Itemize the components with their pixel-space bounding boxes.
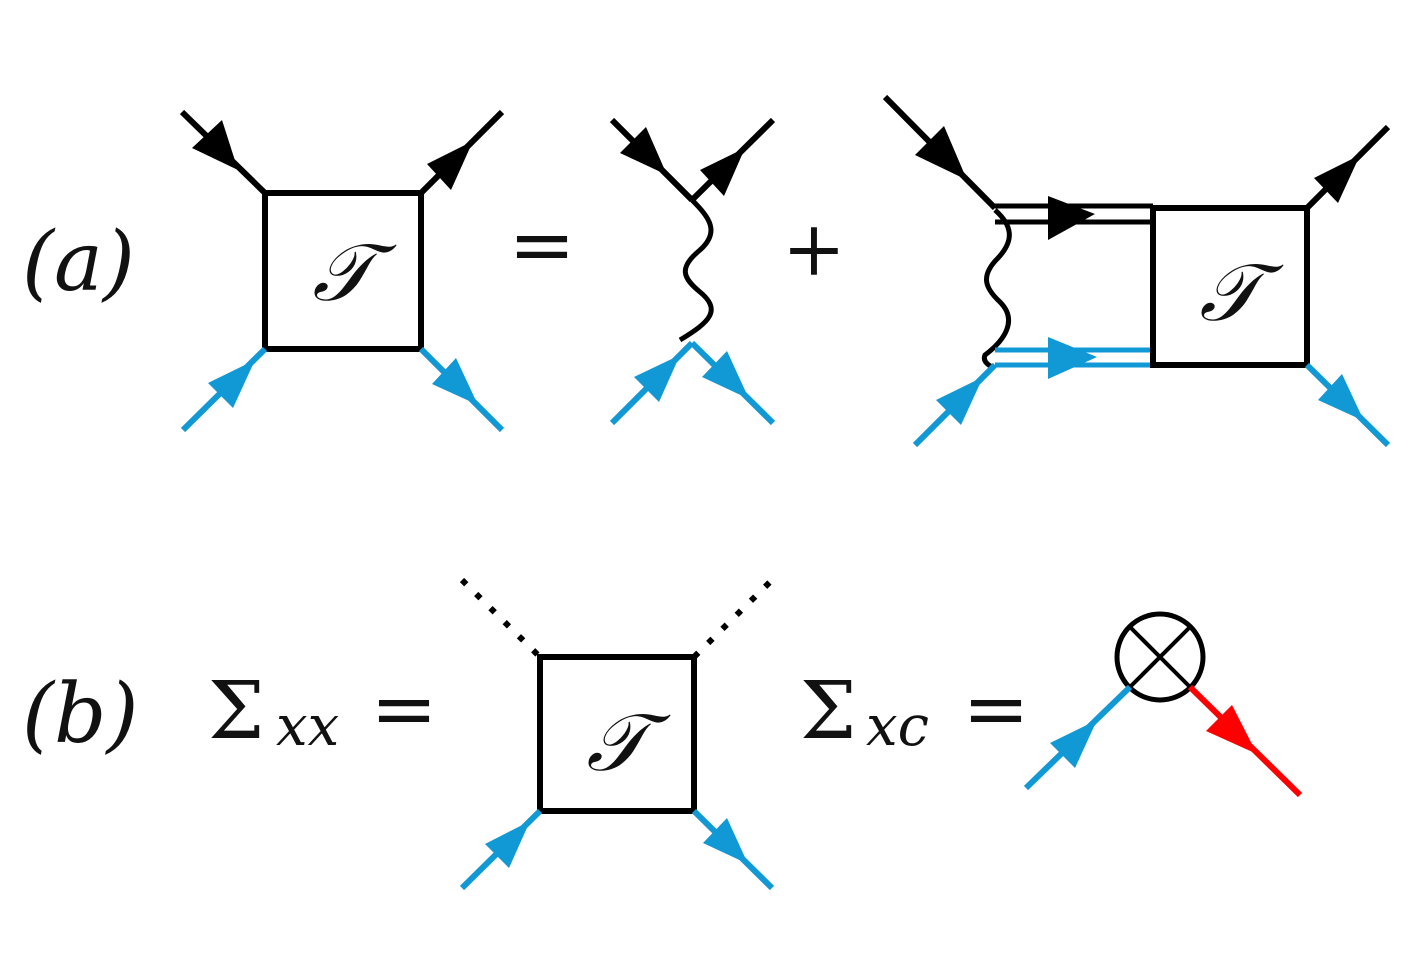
circle-cross-icon	[1114, 611, 1206, 703]
wavy-interaction-line	[981, 208, 1012, 371]
t-symbol: 𝒯	[586, 696, 671, 789]
external-vertex-term	[1023, 611, 1303, 798]
blue-propagator-in	[912, 362, 998, 448]
blue-propagator-in	[180, 346, 268, 433]
plus-sign: +	[782, 204, 846, 293]
sigma-subscript: xc	[866, 694, 929, 759]
blue-propagator-in	[1023, 684, 1133, 791]
red-propagator-out	[1187, 684, 1303, 798]
panel-a: (a) 𝒯	[22, 94, 1391, 448]
equals-sign: =	[508, 198, 575, 291]
blue-propagator-out	[689, 340, 776, 426]
double-black-propagator	[995, 196, 1153, 240]
sigma-xx-expression: Σ xx =	[208, 662, 438, 759]
interaction-term	[609, 117, 776, 426]
panel-a-label: (a)	[22, 215, 135, 310]
panel-b-label: (b)	[22, 667, 138, 762]
equals-sign: =	[370, 662, 437, 755]
blue-propagator-out	[1304, 362, 1391, 448]
t-symbol: 𝒯	[312, 226, 397, 319]
black-propagator-out	[418, 109, 505, 196]
equals-sign: =	[962, 662, 1029, 755]
blue-propagator-in	[609, 340, 695, 426]
sigma-symbol: Σ	[800, 664, 857, 757]
blue-propagator-out	[691, 808, 775, 891]
sigma-subscript: xx	[276, 694, 339, 759]
blue-propagator-out	[418, 346, 505, 433]
black-propagator-out	[689, 117, 776, 203]
panel-b: (b) Σ xx = 𝒯 Σ xc =	[22, 577, 1303, 891]
black-propagator-in	[882, 94, 998, 211]
t-vertex-box-right	[1150, 205, 1310, 368]
t-vertex-box-left: 𝒯	[179, 109, 505, 433]
blue-propagator-in	[459, 808, 543, 891]
t-symbol: 𝒯	[1199, 246, 1284, 339]
sigma-symbol: Σ	[208, 664, 265, 757]
black-propagator-in	[609, 117, 695, 203]
ladder-term: 𝒯	[882, 94, 1391, 448]
t-vertex-box-self-energy: 𝒯	[459, 577, 775, 891]
double-blue-propagator	[995, 337, 1153, 379]
black-propagator-in	[179, 109, 268, 196]
sigma-xc-expression: Σ xc =	[800, 662, 1030, 759]
wavy-interaction-line	[678, 198, 714, 343]
black-propagator-out	[1304, 124, 1391, 211]
